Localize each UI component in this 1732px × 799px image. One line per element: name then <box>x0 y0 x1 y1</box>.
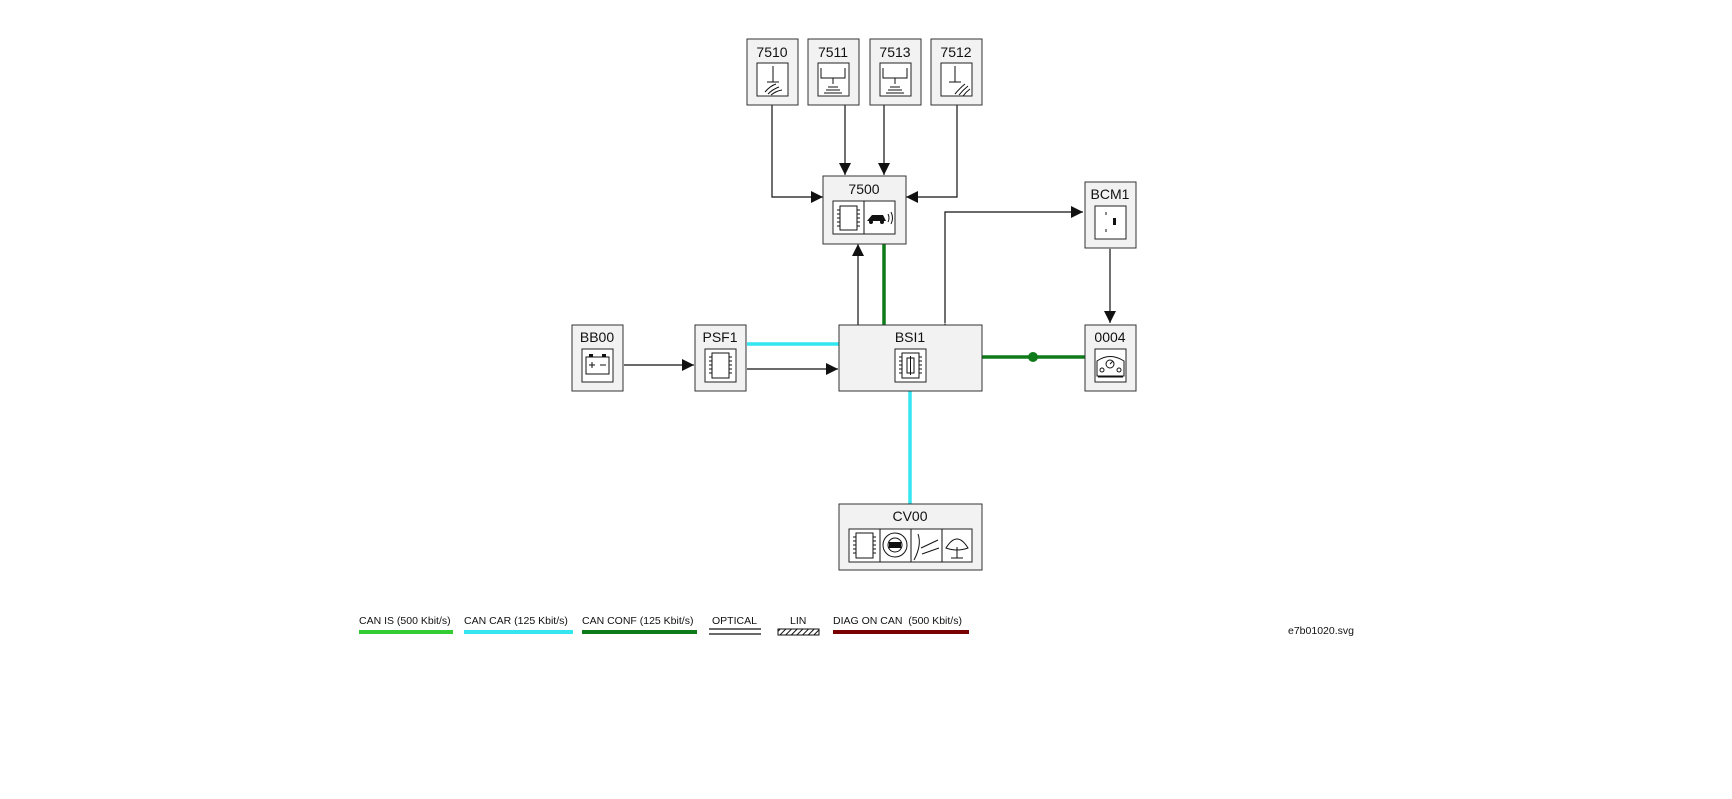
legend: CAN IS (500 Kbit/s) CAN CAR (125 Kbit/s)… <box>359 615 969 636</box>
parking-sensor-icon <box>879 62 912 97</box>
instrument-panel-icon <box>1094 348 1127 383</box>
legend-label-lin: LIN <box>790 615 806 627</box>
node-psf1: PSF1 <box>694 324 747 392</box>
battery-icon <box>581 348 614 383</box>
legend-item-can-is: CAN IS (500 Kbit/s) <box>359 615 453 634</box>
parking-sensor-icon <box>940 62 973 97</box>
parking-sensor-icon <box>817 62 850 97</box>
node-7513: 7513 <box>869 38 922 106</box>
node-7511: 7511 <box>807 38 860 106</box>
legend-item-optical: OPTICAL <box>709 615 761 635</box>
legend-label-can-conf: CAN CONF (125 Kbit/s) <box>582 615 693 627</box>
door-module-icon <box>1094 205 1127 240</box>
node-7512: 7512 <box>930 38 983 106</box>
connections <box>624 105 1116 504</box>
node-label-bsi1: BSI1 <box>895 329 926 345</box>
wire-7510-7500 <box>771 105 823 203</box>
node-7510: 7510 <box>746 38 799 106</box>
legend-item-lin: LIN <box>777 615 820 636</box>
can-junction-dot <box>1028 352 1038 362</box>
parking-sensor-icon <box>756 62 789 97</box>
node-0004: 0004 <box>1084 324 1137 392</box>
node-bb00: BB00 <box>571 324 624 392</box>
legend-item-diag-on-can: DIAG ON CAN (500 Kbit/s) <box>833 615 969 634</box>
legend-label-optical: OPTICAL <box>712 615 757 627</box>
node-label-0004: 0004 <box>1094 329 1125 345</box>
node-label-7500: 7500 <box>848 181 879 197</box>
legend-label-can-car: CAN CAR (125 Kbit/s) <box>464 615 568 627</box>
node-7500: 7500 <box>822 175 907 245</box>
node-label-7511: 7511 <box>818 44 848 60</box>
legend-item-can-conf: CAN CONF (125 Kbit/s) <box>582 615 697 634</box>
wire-7512-7500 <box>906 105 958 203</box>
node-label-bb00: BB00 <box>580 329 614 345</box>
fuse-box-icon <box>704 348 737 383</box>
parking-assist-ecu-icon <box>832 200 896 235</box>
node-bcm1: BCM1 <box>1084 181 1137 249</box>
diagram-filename: e7b01020.svg <box>1288 625 1354 637</box>
node-bsi1: BSI1 <box>838 324 983 392</box>
wire-bsi1-bcm1 <box>939 206 1083 335</box>
node-label-cv00: CV00 <box>892 508 927 524</box>
node-label-7510: 7510 <box>756 44 787 60</box>
legend-label-can-is: CAN IS (500 Kbit/s) <box>359 615 451 627</box>
legend-label-diag-on-can: DIAG ON CAN (500 Kbit/s) <box>833 615 962 627</box>
node-label-psf1: PSF1 <box>702 329 737 345</box>
node-label-7513: 7513 <box>879 44 910 60</box>
body-computer-icon <box>894 348 927 383</box>
node-label-7512: 7512 <box>940 44 971 60</box>
node-cv00: CV00 <box>838 503 983 571</box>
node-label-bcm1: BCM1 <box>1091 186 1130 202</box>
steering-column-module-icon <box>848 528 973 563</box>
legend-item-can-car: CAN CAR (125 Kbit/s) <box>464 615 573 634</box>
